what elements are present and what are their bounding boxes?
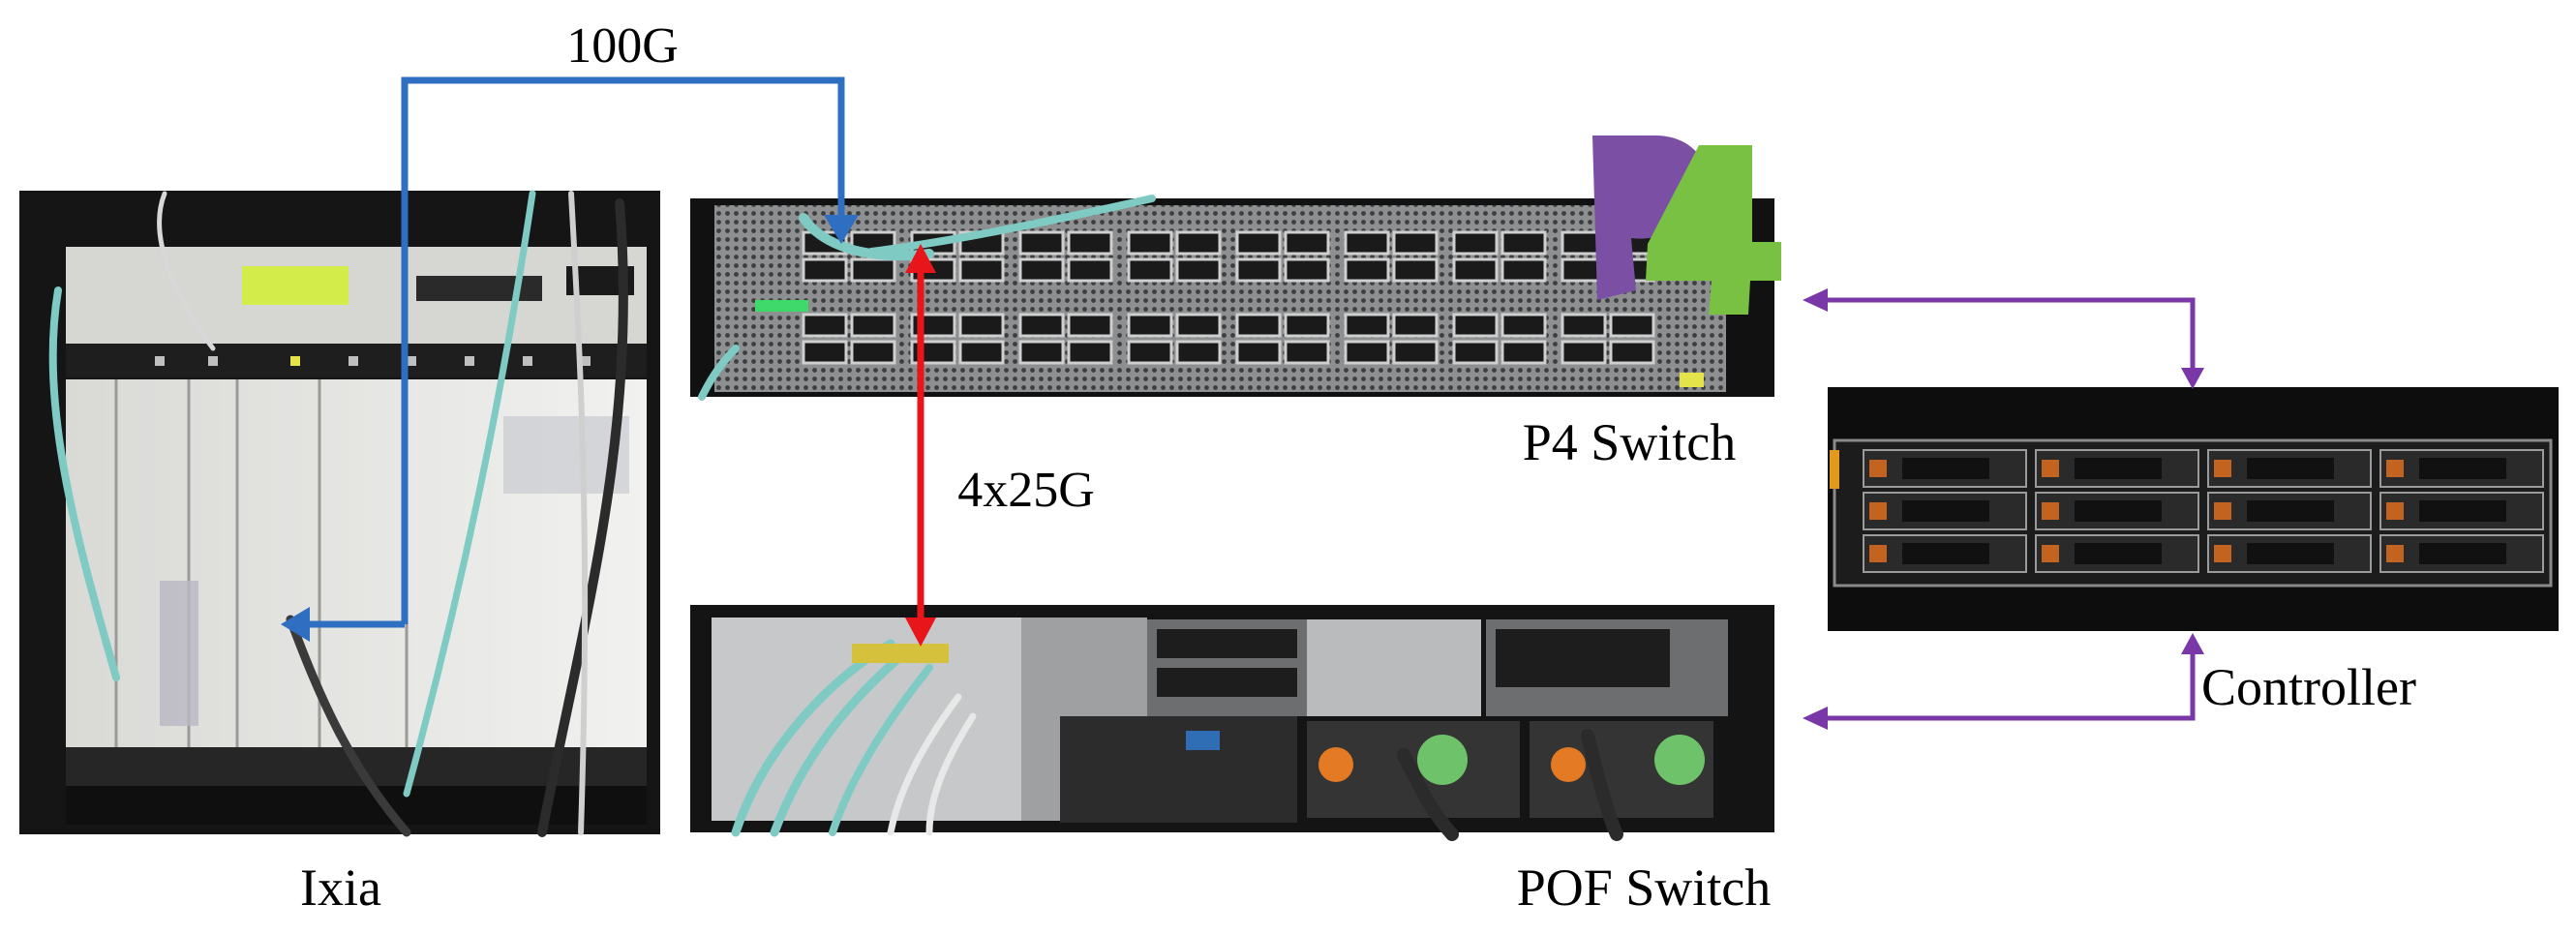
qsfp-port bbox=[1127, 313, 1173, 338]
qsfp-port bbox=[1500, 230, 1547, 256]
qsfp-port bbox=[1127, 230, 1173, 256]
qsfp-port bbox=[802, 313, 848, 338]
qsfp-port bbox=[850, 340, 896, 365]
controller-p4-link bbox=[1803, 288, 2204, 389]
link-100g-line bbox=[401, 76, 845, 624]
qsfp-port bbox=[1500, 257, 1547, 283]
qsfp-port bbox=[958, 340, 1005, 365]
qsfp-port bbox=[1175, 313, 1222, 338]
qsfp-port bbox=[1175, 230, 1222, 256]
qsfp-port bbox=[1561, 313, 1607, 338]
qsfp-port bbox=[850, 313, 896, 338]
qsfp-port bbox=[1392, 257, 1439, 283]
pof-switch-label: POF Switch bbox=[1517, 859, 1772, 917]
link-4x25g-label: 4x25G bbox=[957, 463, 1095, 518]
qsfp-port bbox=[1344, 340, 1390, 365]
link-4x25g-arrowhead-top bbox=[905, 244, 936, 273]
controller-pof-arrowhead-switch bbox=[1803, 707, 1828, 730]
qsfp-port bbox=[1452, 340, 1499, 365]
qsfp-port bbox=[1284, 257, 1330, 283]
qsfp-port bbox=[1284, 313, 1330, 338]
qsfp-port bbox=[1067, 257, 1113, 283]
qsfp-port bbox=[958, 257, 1005, 283]
qsfp-port bbox=[1067, 340, 1113, 365]
controller-server-photo bbox=[1828, 387, 2559, 631]
controller-pof-arrowhead-controller bbox=[2181, 633, 2204, 654]
qsfp-port bbox=[1235, 230, 1282, 256]
qsfp-port bbox=[1067, 313, 1113, 338]
drive-bay bbox=[2379, 492, 2544, 530]
qsfp-port bbox=[1452, 257, 1499, 283]
link-4x25g-arrowhead-bottom bbox=[905, 618, 936, 647]
qsfp-port bbox=[1235, 313, 1282, 338]
qsfp-port bbox=[1127, 340, 1173, 365]
drive-bay bbox=[2207, 492, 2372, 530]
drive-bay bbox=[1863, 534, 2027, 573]
qsfp-port bbox=[1452, 313, 1499, 338]
qsfp-port bbox=[1235, 257, 1282, 283]
ixia-label: Ixia bbox=[300, 859, 381, 917]
qsfp-port bbox=[802, 257, 848, 283]
qsfp-port bbox=[1235, 340, 1282, 365]
qsfp-port bbox=[1067, 230, 1113, 256]
controller-p4-line bbox=[1810, 297, 2196, 373]
p4-logo-icon bbox=[1592, 136, 1781, 315]
drive-bay bbox=[1863, 492, 2027, 530]
link-100g-label: 100G bbox=[566, 18, 679, 74]
controller-p4-arrowhead-controller bbox=[2181, 368, 2204, 389]
qsfp-port bbox=[1561, 340, 1607, 365]
drive-bay bbox=[2035, 449, 2199, 488]
qsfp-port bbox=[1018, 230, 1065, 256]
qsfp-port bbox=[1018, 340, 1065, 365]
qsfp-port bbox=[1392, 313, 1439, 338]
qsfp-port bbox=[1344, 230, 1390, 256]
controller-pof-line bbox=[1810, 650, 2196, 721]
qsfp-port bbox=[802, 340, 848, 365]
qsfp-port bbox=[1175, 257, 1222, 283]
qsfp-port bbox=[958, 313, 1005, 338]
qsfp-port bbox=[1500, 340, 1547, 365]
drive-bay bbox=[2035, 492, 2199, 530]
ixia-chassis-photo bbox=[19, 190, 660, 837]
qsfp-port bbox=[1284, 340, 1330, 365]
drive-bay bbox=[2379, 534, 2544, 573]
qsfp-port bbox=[1344, 257, 1390, 283]
drive-bay bbox=[1863, 449, 2027, 488]
qsfp-port bbox=[1392, 230, 1439, 256]
drive-bay bbox=[2379, 449, 2544, 488]
controller-pof-link bbox=[1803, 633, 2204, 730]
qsfp-port bbox=[1344, 313, 1390, 338]
qsfp-port bbox=[1018, 313, 1065, 338]
link-100g-arrowhead-ixia bbox=[281, 607, 310, 642]
qsfp-port bbox=[1452, 230, 1499, 256]
p4-switch-photo bbox=[690, 195, 1774, 401]
qsfp-port bbox=[1500, 313, 1547, 338]
qsfp-port bbox=[1018, 257, 1065, 283]
qsfp-port bbox=[1609, 340, 1655, 365]
qsfp-port bbox=[1284, 230, 1330, 256]
drive-bay bbox=[2035, 534, 2199, 573]
qsfp-port bbox=[850, 257, 896, 283]
p4-switch-label: P4 Switch bbox=[1523, 413, 1737, 471]
qsfp-port bbox=[1609, 313, 1655, 338]
qsfp-port bbox=[1175, 340, 1222, 365]
controller-label: Controller bbox=[2201, 658, 2416, 716]
qsfp-port bbox=[1392, 340, 1439, 365]
link-4x25g-arrow bbox=[905, 244, 936, 647]
link-100g-arrowhead-p4 bbox=[824, 215, 859, 244]
link-100g-arrow bbox=[281, 76, 859, 642]
controller-p4-arrowhead-switch bbox=[1803, 288, 1828, 312]
drive-bay bbox=[2207, 449, 2372, 488]
qsfp-port bbox=[1127, 257, 1173, 283]
drive-bay bbox=[2207, 534, 2372, 573]
pof-switch-photo bbox=[690, 605, 1774, 841]
